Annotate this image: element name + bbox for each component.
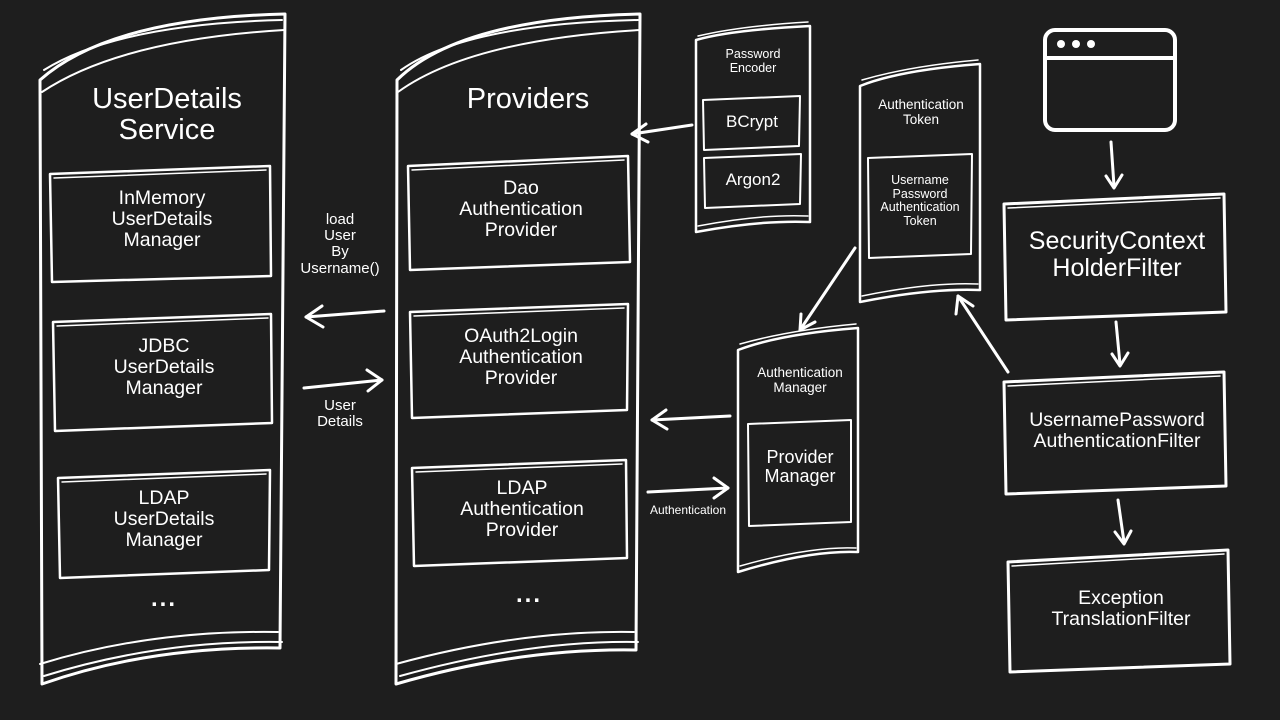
exception-translation-filter-box — [1006, 548, 1232, 674]
inmemory-userdetails-manager-label: InMemory UserDetails Manager — [111, 187, 213, 252]
arrow-token-to-manager — [798, 246, 857, 332]
arrow-username-to-exception — [1113, 498, 1133, 546]
arrow-encoder-to-providers — [630, 122, 694, 144]
arrow-security-to-username — [1110, 320, 1130, 368]
arrow-user-details — [302, 368, 384, 393]
inmemory-box — [48, 164, 273, 284]
dao-provider-box — [406, 154, 632, 272]
authentication-manager-panel — [736, 323, 860, 574]
ldap-userdetails-box — [56, 468, 272, 580]
ldap-userdetails-manager-label: LDAP UserDetails Manager — [113, 487, 215, 552]
authentication-edge-label: Authentication — [649, 503, 727, 517]
password-encoder-panel — [694, 21, 812, 234]
oauth2-provider-box — [408, 302, 630, 420]
oauth2login-authentication-provider-label: OAuth2Login Authentication Provider — [459, 325, 583, 390]
authentication-manager-title: Authentication Manager — [757, 365, 843, 395]
providers-more-ellipsis: ... — [515, 581, 542, 608]
providers-container — [394, 12, 642, 686]
security-context-filter-box — [1002, 192, 1228, 322]
security-context-holder-filter-label: SecurityContext HolderFilter — [1028, 227, 1206, 282]
bcrypt-label: BCrypt — [726, 112, 778, 131]
ldap-provider-box — [410, 458, 629, 568]
authentication-token-panel — [858, 59, 982, 304]
userdetails-service-title: UserDetails Service — [92, 83, 242, 147]
exception-translation-filter-label: Exception TranslationFilter — [1051, 587, 1191, 631]
userdetails-service-container — [38, 12, 287, 686]
arrow-browser-to-security — [1104, 140, 1124, 190]
load-user-by-username-label: load User By Username() — [300, 211, 380, 277]
arrow-filter-to-token — [954, 294, 1010, 374]
username-password-filter-box — [1002, 370, 1228, 496]
username-password-authentication-token-label: Username Password Authentication Token — [880, 173, 960, 228]
username-password-authentication-filter-label: UsernamePassword AuthenticationFilter — [1029, 409, 1205, 453]
jdbc-box — [51, 312, 274, 433]
argon2-label: Argon2 — [725, 170, 781, 189]
arrow-load-user — [304, 304, 386, 329]
providers-title: Providers — [466, 83, 590, 115]
authentication-token-title: Authentication Token — [878, 97, 964, 127]
userdetails-more-ellipsis: ... — [150, 585, 177, 612]
ldap-authentication-provider-label: LDAP Authentication Provider — [460, 477, 584, 542]
dao-authentication-provider-label: Dao Authentication Provider — [459, 177, 583, 242]
provider-manager-label: Provider Manager — [764, 447, 836, 487]
user-details-edge-label: User Details — [317, 397, 363, 431]
browser-window-icon — [1043, 28, 1177, 132]
arrow-manager-to-providers — [650, 408, 732, 431]
arrow-authentication — [646, 476, 730, 500]
password-encoder-title: Password Encoder — [725, 47, 781, 75]
jdbc-userdetails-manager-label: JDBC UserDetails Manager — [113, 335, 215, 400]
